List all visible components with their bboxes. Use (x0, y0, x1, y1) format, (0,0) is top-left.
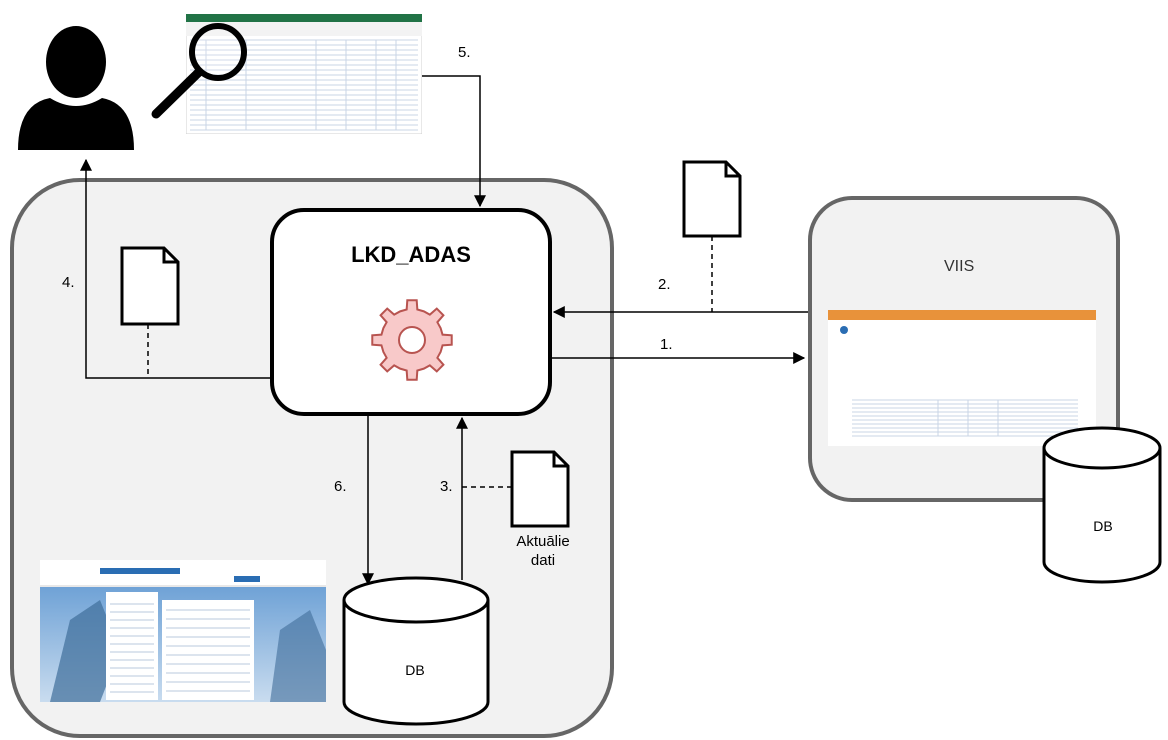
viis-title: VIIS (944, 258, 975, 275)
magnifier-icon (151, 23, 247, 119)
document-icon (120, 246, 180, 326)
document-label: Aktuālie dati (498, 532, 588, 570)
document-icon (510, 450, 570, 528)
website-screenshot (40, 560, 326, 702)
viis-screenshot (828, 310, 1096, 446)
arrow-step-4 (80, 158, 270, 379)
lkd-adas-box: LKD_ADAS (270, 208, 552, 416)
local-db-label: DB (405, 662, 425, 678)
user-icon (18, 26, 134, 150)
lkd-adas-title: LKD_ADAS (351, 242, 471, 267)
step-3-label: 3. (440, 478, 453, 495)
step-4-label: 4. (62, 274, 75, 291)
document-label-line1: Aktuālie (516, 533, 570, 550)
step-1-label: 1. (660, 336, 673, 353)
external-db-label: DB (1093, 518, 1113, 534)
step-6-label: 6. (334, 478, 347, 495)
arrow-step-5 (422, 75, 486, 208)
step-5-label: 5. (458, 44, 471, 61)
database-icon (1042, 426, 1162, 584)
gear-icon (371, 299, 453, 381)
database-icon (342, 576, 490, 726)
step-2-label: 2. (658, 276, 671, 293)
document-icon (682, 160, 742, 238)
document-label-line2: dati (530, 552, 556, 569)
